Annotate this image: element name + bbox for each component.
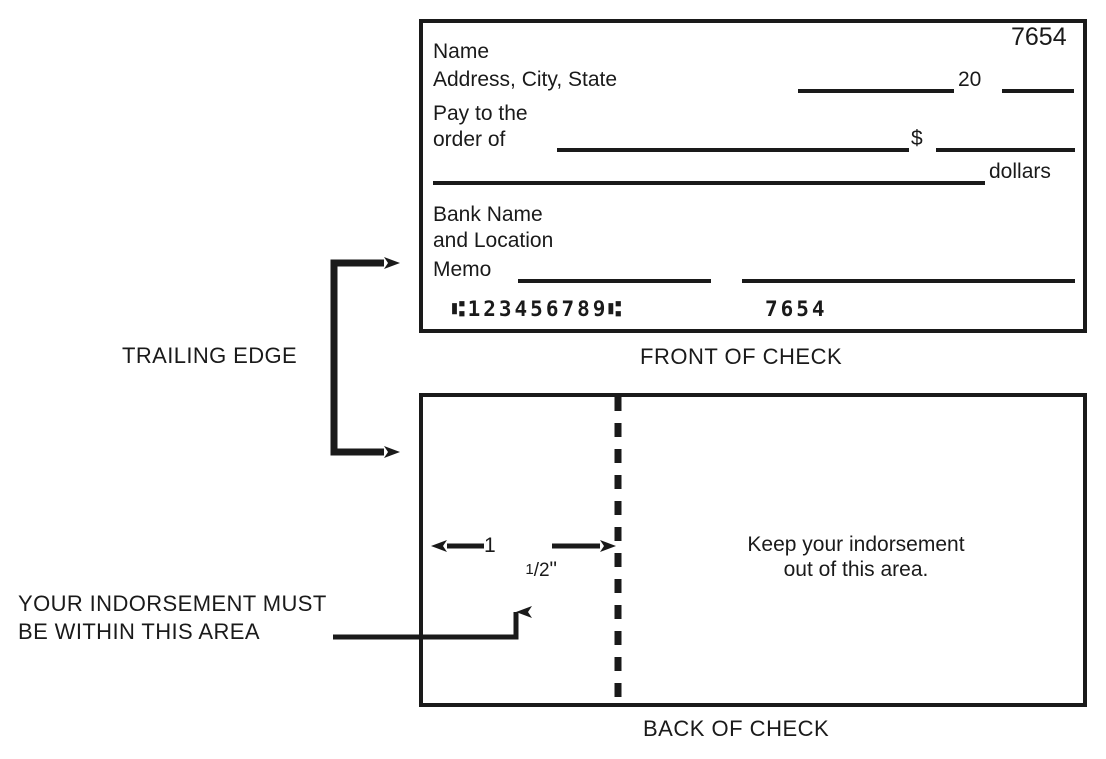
bank-name-label: Bank Name bbox=[433, 203, 543, 226]
bank-location-label: and Location bbox=[433, 229, 554, 252]
dimension-unit-mark: " bbox=[549, 558, 558, 581]
keep-indorsement-out-line1: Keep your indorsement bbox=[747, 533, 965, 556]
trailing-edge-label: TRAILING EDGE bbox=[122, 343, 298, 368]
indorsement-instruction-line1: YOUR INDORSEMENT MUST bbox=[18, 591, 327, 616]
front-of-check-caption: FRONT OF CHECK bbox=[640, 344, 843, 369]
dimension-label-fraction: 1/2" bbox=[502, 534, 557, 606]
dollars-word-label: dollars bbox=[989, 160, 1051, 183]
check-number-top-right: 7654 bbox=[1011, 23, 1067, 51]
amount-box-rule bbox=[936, 148, 1075, 152]
order-of-label: order of bbox=[433, 128, 506, 151]
back-of-check-caption: BACK OF CHECK bbox=[643, 716, 830, 741]
fraction-numerator: 1 bbox=[525, 561, 534, 578]
signature-rule bbox=[742, 279, 1075, 283]
payer-name-label: Name bbox=[433, 40, 490, 63]
back-of-check-box bbox=[419, 393, 1087, 707]
front-of-check-box bbox=[419, 19, 1087, 333]
keep-indorsement-out-line2: out of this area. bbox=[783, 558, 929, 581]
dollar-sign: $ bbox=[911, 127, 923, 150]
indorsement-instruction-line2: BE WITHIN THIS AREA bbox=[18, 619, 260, 644]
fraction-slash: / bbox=[533, 560, 539, 581]
date-line-left-rule bbox=[798, 89, 954, 93]
pay-to-the-label: Pay to the bbox=[433, 102, 528, 125]
micr-check-number: 7654 bbox=[765, 297, 828, 321]
trailing-edge-bracket bbox=[330, 257, 400, 458]
dimension-label-whole: 1 bbox=[484, 534, 496, 557]
memo-rule bbox=[518, 279, 711, 283]
payer-address-label: Address, City, State bbox=[433, 68, 618, 91]
date-century-prefix: 20 bbox=[958, 68, 982, 91]
trailing-edge-bracket-path bbox=[330, 259, 384, 456]
fraction-denominator: 2 bbox=[538, 560, 550, 581]
memo-label: Memo bbox=[433, 258, 492, 281]
date-line-right-rule bbox=[1002, 89, 1074, 93]
written-amount-rule bbox=[433, 181, 985, 185]
payee-rule bbox=[557, 148, 909, 152]
micr-routing-number: ⑆123456789⑆ bbox=[452, 297, 624, 321]
